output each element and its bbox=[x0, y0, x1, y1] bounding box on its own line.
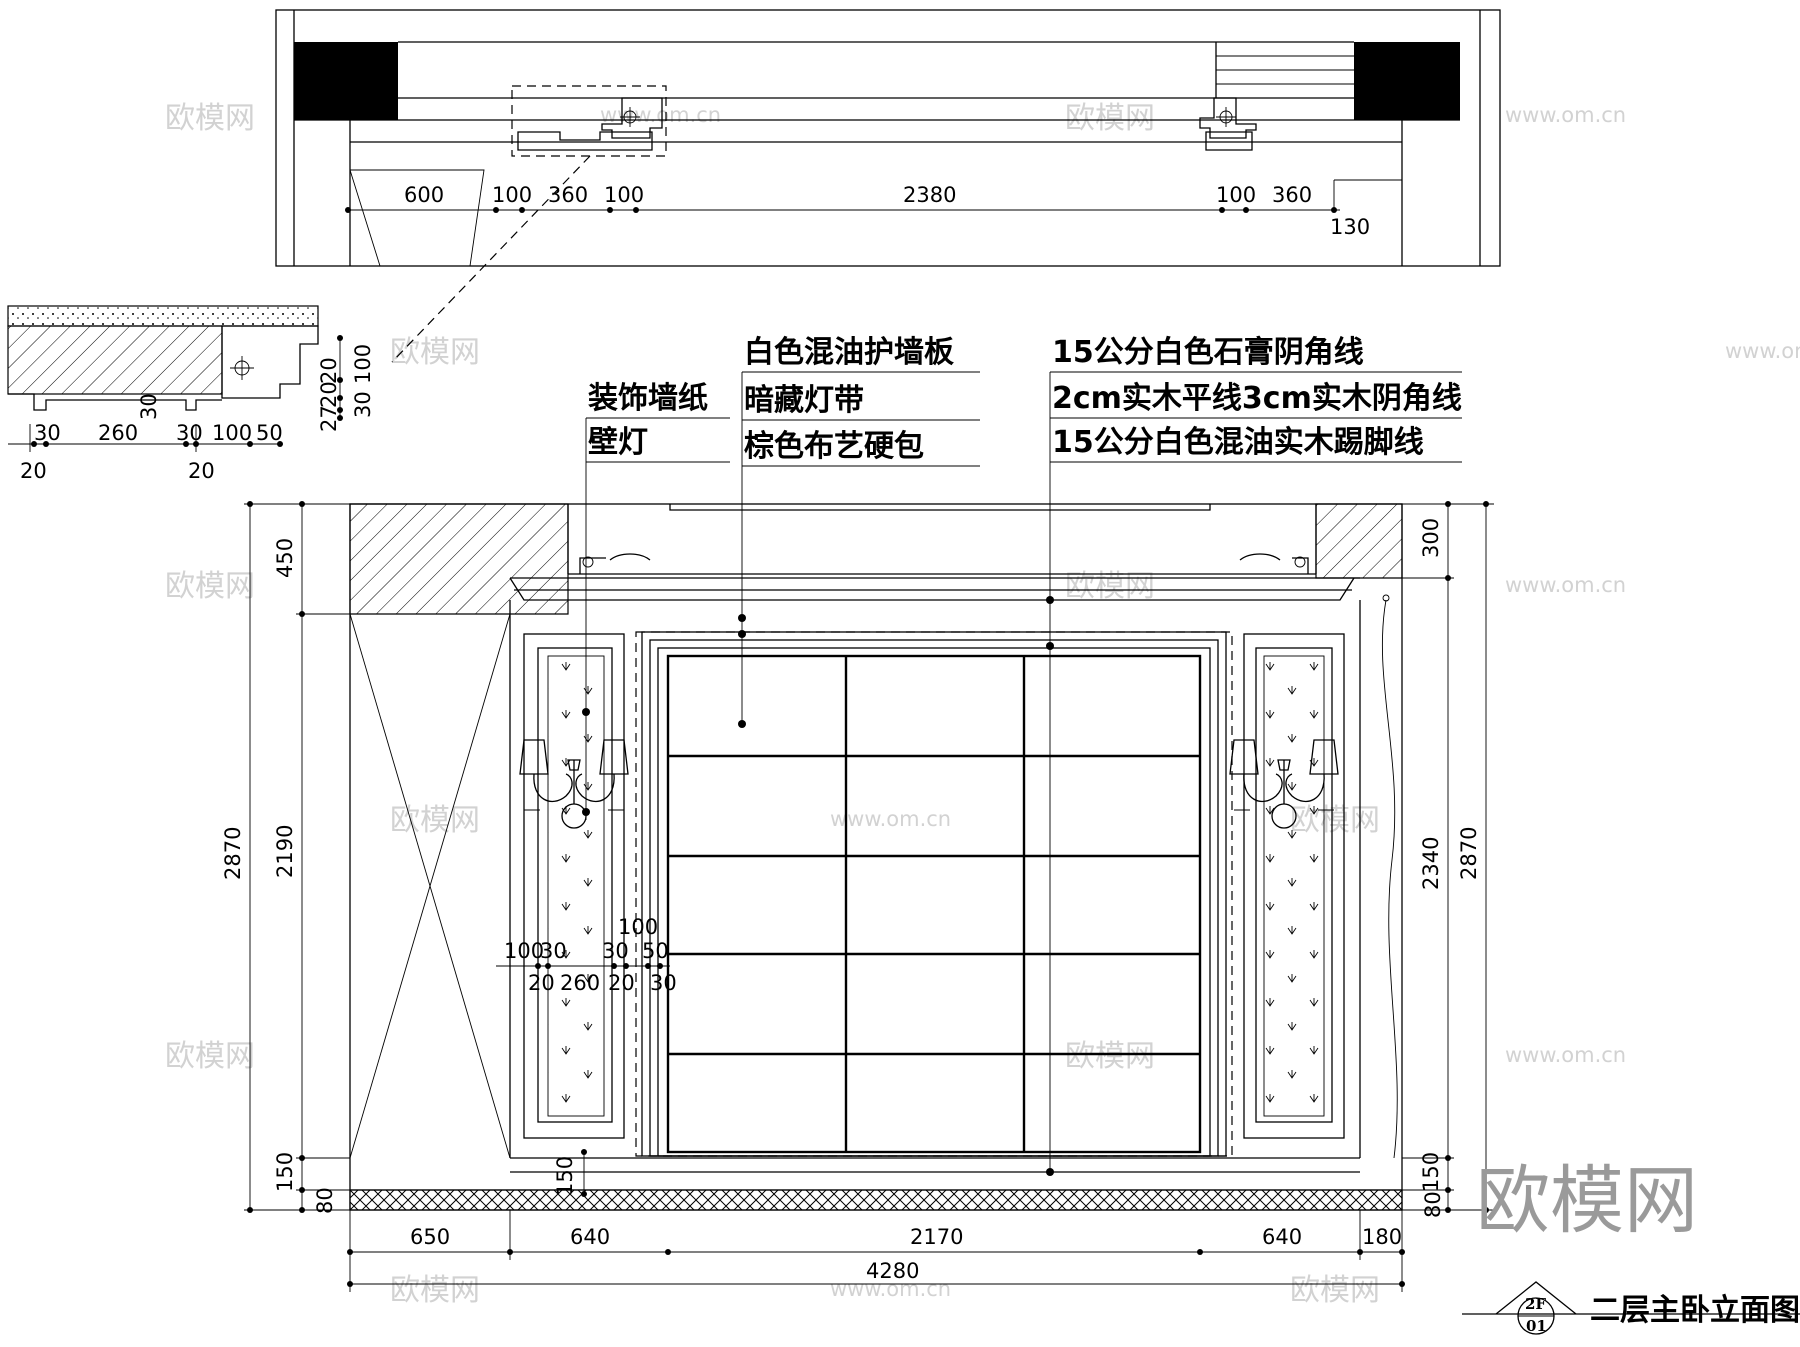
note-skirting: 15公分白色混油实木踢脚线 bbox=[1052, 425, 1424, 460]
watermark-url: www.om.cn bbox=[1505, 103, 1626, 127]
plan-dim: 2380 bbox=[903, 183, 956, 207]
detail-dim: 30 bbox=[137, 393, 161, 420]
dim-left-ceiling: 450 bbox=[273, 538, 297, 578]
watermark: 欧模网 bbox=[165, 1039, 255, 1074]
watermark: 欧模网 bbox=[390, 803, 480, 838]
dim-left-total: 2870 bbox=[221, 827, 245, 880]
note-plaster-cornice: 15公分白色石膏阴角线 bbox=[1052, 335, 1364, 370]
horizontal-dimensions: 650 640 2170 640 180 4280 bbox=[347, 1210, 1405, 1292]
watermark: 欧模网 bbox=[1065, 569, 1155, 604]
dim-right-floor: 80 bbox=[1421, 1191, 1445, 1218]
vertical-dimensions: 2870 450 2190 150 80 300 2340 150 80 287… bbox=[221, 501, 1494, 1218]
watermark: 欧模网 bbox=[1065, 1039, 1155, 1074]
skirting-dim: 150 bbox=[553, 1156, 577, 1196]
watermark-url: www.om.cn bbox=[830, 1277, 951, 1301]
ceiling-plan: 600 100 360 100 2380 100 360 130 bbox=[275, 9, 1501, 267]
panel-dim: 50 bbox=[642, 939, 669, 963]
panel-dim: 20 bbox=[528, 971, 555, 995]
note-wainscot: 白色混油护墙板 bbox=[744, 335, 954, 370]
dim-bottom: 640 bbox=[570, 1225, 610, 1249]
plan-dim: 100 bbox=[604, 183, 644, 207]
drawing-title: 二层主卧立面图 bbox=[1590, 1293, 1800, 1328]
watermark: 欧模网 bbox=[165, 569, 255, 604]
watermark-layer: 欧模网 www.om.cn 欧模网 www.om.cn 欧模网 www.om.c… bbox=[165, 101, 1800, 1308]
panel-dim: 30 bbox=[650, 971, 677, 995]
dim-left-wall: 2190 bbox=[273, 825, 297, 878]
plan-dim: 360 bbox=[1272, 183, 1312, 207]
plan-dim: 130 bbox=[1330, 215, 1370, 239]
panel-dim: 20 bbox=[608, 971, 635, 995]
dim-bottom-total: 4280 bbox=[866, 1259, 919, 1283]
plan-dim: 100 bbox=[492, 183, 532, 207]
dim-right-skirting: 150 bbox=[1419, 1152, 1443, 1192]
note-wall-lamp: 壁灯 bbox=[588, 425, 648, 460]
sheet-tag-top: 2F bbox=[1525, 1295, 1546, 1313]
plan-dim: 600 bbox=[404, 183, 444, 207]
detail-dim: 20 bbox=[317, 381, 341, 408]
note-wood-trim: 2cm实木平线3cm实木阴角线 bbox=[1052, 381, 1462, 416]
detail-dim: 30 bbox=[34, 421, 61, 445]
watermark-url: www.om.cn bbox=[1505, 1043, 1626, 1067]
detail-dim: 30 bbox=[176, 421, 203, 445]
dim-bottom: 180 bbox=[1362, 1225, 1402, 1249]
watermark: 欧模网 bbox=[1290, 1273, 1380, 1308]
plan-dim: 100 bbox=[1216, 183, 1256, 207]
watermark: 欧模网 bbox=[390, 1273, 480, 1308]
dim-bottom: 650 bbox=[410, 1225, 450, 1249]
panel-dim: 30 bbox=[540, 939, 567, 963]
dim-right-total: 2870 bbox=[1457, 827, 1481, 880]
detail-dim: 50 bbox=[256, 421, 283, 445]
annotation-notes: 装饰墙纸 壁灯 白色混油护墙板 暗藏灯带 棕色布艺硬包 15公分白色石膏阴角线 … bbox=[585, 335, 1462, 1174]
note-fabric-panel: 棕色布艺硬包 bbox=[744, 429, 924, 464]
panel-dim: 260 bbox=[560, 971, 600, 995]
dim-right-wall: 2340 bbox=[1419, 837, 1443, 890]
watermark-url: www.om.cn bbox=[1505, 573, 1626, 597]
title-block: 2F 01 二层主卧立面图 bbox=[1462, 1281, 1800, 1335]
note-wallpaper: 装饰墙纸 bbox=[588, 381, 708, 416]
watermark: 欧模网 bbox=[1065, 101, 1155, 136]
watermark-url: www.om.cn bbox=[1725, 339, 1800, 363]
plan-dim: 360 bbox=[548, 183, 588, 207]
detail-dim: 30 bbox=[351, 391, 375, 418]
detail-leader bbox=[391, 155, 591, 363]
detail-dim: 20 bbox=[20, 459, 47, 483]
detail-dim: 20 bbox=[317, 357, 341, 384]
dim-right-ceiling: 300 bbox=[1419, 518, 1443, 558]
detail-dim: 20 bbox=[188, 459, 215, 483]
detail-dim: 100 bbox=[351, 344, 375, 384]
dim-bottom: 2170 bbox=[910, 1225, 963, 1249]
panel-dim: 100 bbox=[618, 915, 658, 939]
wall-lamp-right bbox=[1229, 739, 1339, 829]
wall-elevation: 100 30 30 100 50 20 260 20 30 150 bbox=[349, 503, 1403, 1211]
dim-left-floor: 80 bbox=[313, 1187, 337, 1214]
watermark: 欧模网 bbox=[165, 101, 255, 136]
watermark-url: www.om.cn bbox=[600, 103, 721, 127]
cornice-detail: 100 30 20 20 27 30 30 260 30 100 50 20 2… bbox=[7, 305, 375, 483]
panel-dim: 100 bbox=[504, 939, 544, 963]
watermark-url: www.om.cn bbox=[830, 807, 951, 831]
detail-dim: 100 bbox=[212, 421, 252, 445]
dim-left-skirting: 150 bbox=[273, 1152, 297, 1192]
panel-dim: 30 bbox=[602, 939, 629, 963]
note-hidden-light: 暗藏灯带 bbox=[744, 383, 864, 418]
brand-logo: 欧模网 bbox=[1476, 1158, 1698, 1244]
dim-bottom: 640 bbox=[1262, 1225, 1302, 1249]
sheet-tag-bottom: 01 bbox=[1526, 1317, 1547, 1335]
detail-dim: 260 bbox=[98, 421, 138, 445]
watermark: 欧模网 bbox=[390, 335, 480, 370]
detail-dim: 27 bbox=[317, 405, 341, 432]
